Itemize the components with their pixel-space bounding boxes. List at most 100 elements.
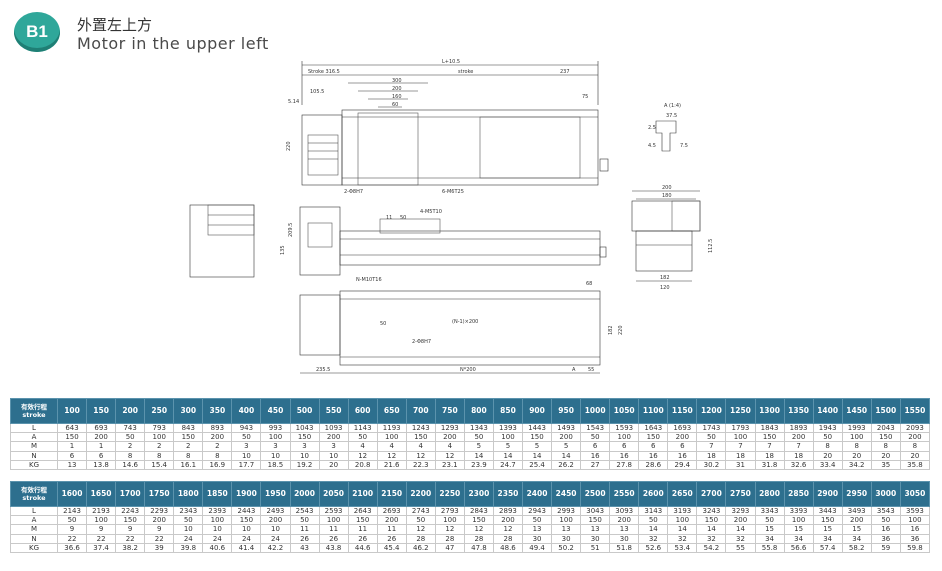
- table-cell: 32: [696, 533, 727, 544]
- stroke-header-cell: 300: [173, 398, 204, 424]
- table-cell: 55: [725, 542, 756, 553]
- stroke-header-cell: 2600: [638, 481, 669, 507]
- stroke-header-cell: 1450: [841, 398, 872, 424]
- stroke-header-cell: 2950: [841, 481, 872, 507]
- table-cell: 10: [231, 450, 262, 461]
- stroke-header-cell: 3050: [899, 481, 931, 507]
- table-cell: 18: [754, 450, 785, 461]
- table-cell: 14: [492, 450, 524, 461]
- table-cell: 843: [173, 422, 204, 434]
- table-cell: 50: [754, 515, 785, 526]
- table-cell: 22: [56, 533, 88, 544]
- table-cell: 100: [899, 515, 931, 526]
- stroke-header-cell: 2100: [347, 481, 378, 507]
- table-cell: 28: [463, 533, 494, 544]
- dim-bottom-50: 50: [380, 321, 386, 327]
- table-cell: 2243: [115, 505, 146, 517]
- table-cell: 150: [696, 515, 727, 526]
- table-cell: 150: [870, 432, 901, 443]
- dim-tail: 237: [560, 69, 570, 75]
- table-cell: 11: [318, 524, 349, 535]
- header-label-cn: 有效行程: [21, 403, 47, 411]
- table-cell: 26.2: [551, 459, 582, 470]
- table-cell: 3393: [783, 505, 814, 517]
- stroke-header-cell: 2150: [376, 481, 407, 507]
- table-cell: 150: [812, 515, 843, 526]
- table-cell: 41.4: [231, 542, 262, 553]
- table-cell: 100: [609, 432, 640, 443]
- table-cell: 6: [638, 441, 669, 452]
- table-cell: 8: [173, 450, 204, 461]
- table-cell: 26: [376, 533, 407, 544]
- technical-drawing: L+10.5 Stroke 316.5 stroke 237 300 200 1…: [189, 59, 714, 374]
- table-cell: 100: [841, 432, 872, 443]
- stroke-header-cell: 250: [144, 398, 175, 424]
- table-cell: 200: [86, 432, 117, 443]
- table-cell: 34: [754, 533, 785, 544]
- table-cell: 893: [202, 422, 233, 434]
- table-cell: 50: [870, 515, 901, 526]
- table-cell: 24.7: [492, 459, 524, 470]
- table-cell: 150: [521, 432, 553, 443]
- stroke-header-cell: 2200: [405, 481, 436, 507]
- table-cell: 16: [580, 450, 611, 461]
- table-cell: 2843: [463, 505, 494, 517]
- table-cell: 150: [56, 432, 88, 443]
- table-cell: 50.2: [551, 542, 582, 553]
- table-cell: 13: [56, 459, 88, 470]
- stroke-header-cell: 1850: [202, 481, 233, 507]
- table-cell: 15: [783, 524, 814, 535]
- table-cell: 32: [667, 533, 698, 544]
- table-cell: 3443: [812, 505, 843, 517]
- table-cell: 24: [231, 533, 262, 544]
- page-title-en: Motor in the upper left: [77, 34, 269, 53]
- table-cell: 3: [231, 441, 262, 452]
- table-cell: 7: [725, 441, 756, 452]
- dim-bottom-end: 55: [588, 367, 594, 373]
- table-cell: 50: [521, 515, 553, 526]
- note-pitch: (N-1)×200: [452, 319, 478, 325]
- table-cell: 7: [783, 441, 814, 452]
- table-cell: 16.1: [173, 459, 204, 470]
- table-cell: 15: [754, 524, 785, 535]
- section-badge: B1: [14, 12, 60, 52]
- table-cell: 1693: [667, 422, 698, 434]
- stroke-header-cell: 1750: [144, 481, 175, 507]
- stroke-header-cell: 200: [115, 398, 146, 424]
- table-cell: 1143: [347, 422, 378, 434]
- stroke-header-cell: 2500: [580, 481, 611, 507]
- table-cell: 2493: [260, 505, 291, 517]
- table-cell: 56.6: [783, 542, 814, 553]
- table-cell: 3293: [725, 505, 756, 517]
- table-cell: 50: [580, 432, 611, 443]
- table-cell: 47: [434, 542, 465, 553]
- dim-side-bottom: 182: [660, 275, 670, 281]
- table-cell: 2093: [899, 422, 931, 434]
- table-cell: 5: [492, 441, 524, 452]
- table-cell: 200: [783, 432, 814, 443]
- table-cell: 743: [115, 422, 146, 434]
- table-cell: 5: [551, 441, 582, 452]
- dim-bottom-a: A: [572, 367, 576, 373]
- table-cell: 31: [725, 459, 756, 470]
- table-cell: 51.8: [609, 542, 640, 553]
- table-cell: 35: [870, 459, 901, 470]
- detail-dim-2: 2.5: [648, 125, 656, 131]
- stroke-header-cell: 2300: [463, 481, 494, 507]
- dim-left-gap: 5.14: [288, 99, 299, 105]
- table-cell: 20: [812, 450, 843, 461]
- stroke-header-cell: 1250: [725, 398, 756, 424]
- table-cell: 12: [405, 524, 436, 535]
- table-cell: 12: [347, 450, 378, 461]
- table-cell: 100: [667, 515, 698, 526]
- table-cell: 18: [725, 450, 756, 461]
- table-cell: 2693: [376, 505, 407, 517]
- table-cell: 1293: [434, 422, 465, 434]
- table-cell: 23.9: [463, 459, 494, 470]
- table-cell: 1493: [551, 422, 582, 434]
- table-cell: 2: [202, 441, 233, 452]
- table-cell: 11: [347, 524, 378, 535]
- table-cell: 38.2: [115, 542, 146, 553]
